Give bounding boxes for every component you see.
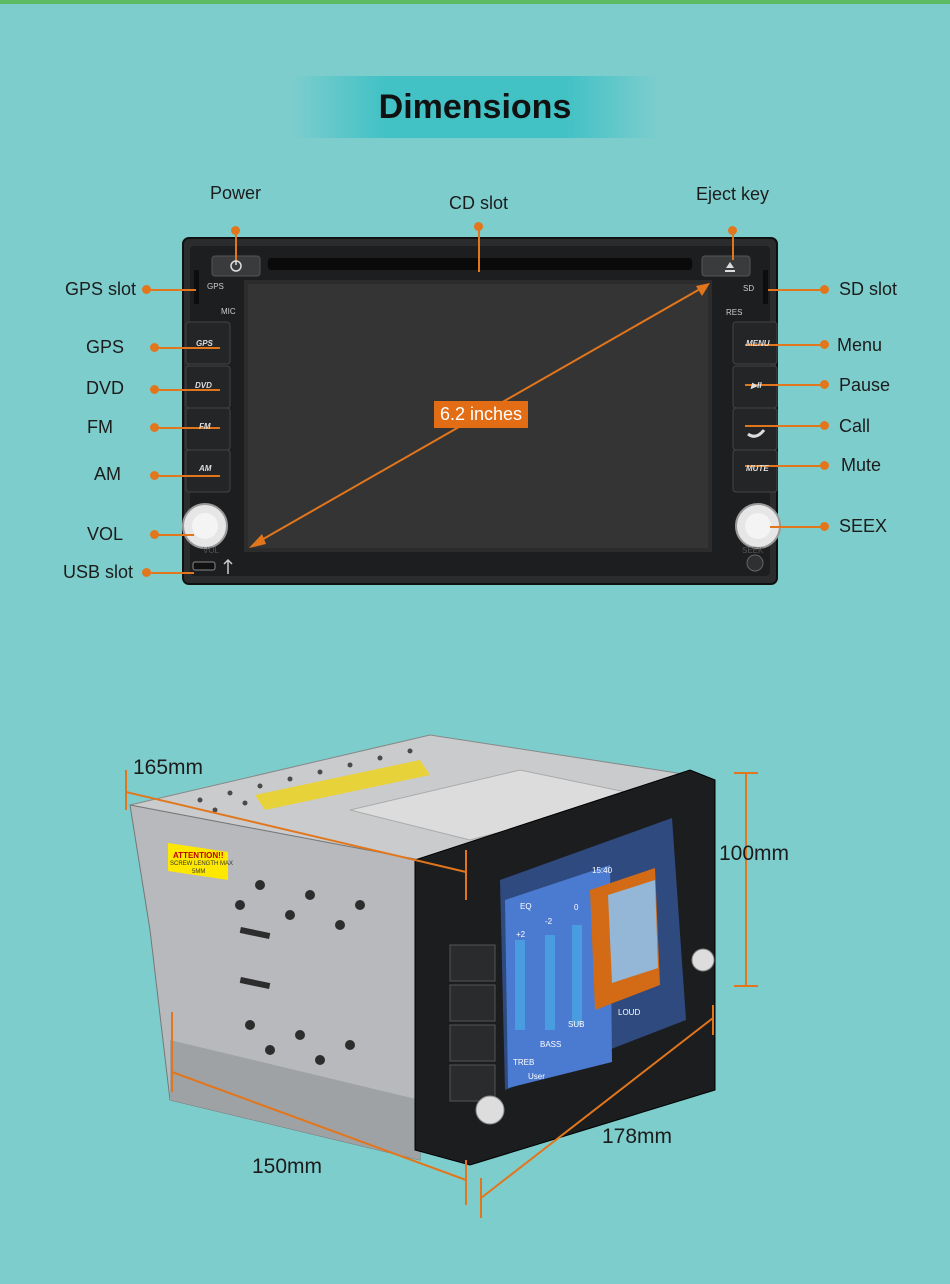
btn-pause[interactable]: ▶II bbox=[751, 381, 762, 390]
label-power: Power bbox=[210, 183, 262, 203]
dim-height: 100mm bbox=[719, 842, 790, 865]
panel-mic-text: MIC bbox=[221, 307, 236, 316]
label-fm: FM bbox=[87, 417, 113, 437]
title-banner bbox=[290, 76, 660, 138]
screen-time: 15:40 bbox=[592, 866, 613, 875]
top-accent-line bbox=[0, 0, 950, 4]
screen-sub-val: 0 bbox=[574, 903, 579, 912]
label-call: Call bbox=[839, 416, 871, 436]
screen-treb-val: +2 bbox=[516, 930, 526, 939]
usb-icon bbox=[223, 558, 233, 574]
screen-bass-val: -2 bbox=[545, 917, 553, 926]
sticker-line2: SCREW LENGTH MAX bbox=[170, 861, 234, 867]
sticker-line3: 5MM bbox=[192, 869, 206, 875]
panel-gps-text: GPS bbox=[207, 282, 224, 291]
eject-icon bbox=[726, 262, 734, 268]
screen-eq: EQ bbox=[520, 902, 532, 911]
dim-width: 178mm bbox=[602, 1125, 673, 1148]
page-title: Dimensions bbox=[378, 88, 572, 126]
panel-seek-text: SEEK bbox=[742, 546, 764, 555]
phone-icon bbox=[747, 429, 766, 438]
sticker-line1: ATTENTION!! bbox=[173, 851, 224, 860]
panel-sd-text: SD bbox=[743, 284, 755, 293]
dim-base: 150mm bbox=[252, 1155, 323, 1178]
panel-vol-text: VOL bbox=[203, 546, 220, 555]
label-pause: Pause bbox=[839, 375, 891, 395]
label-eject-key: Eject key bbox=[696, 184, 770, 204]
btn-mute[interactable]: MUTE bbox=[746, 464, 769, 473]
btn-gps[interactable]: GPS bbox=[196, 339, 213, 348]
screen-bass: BASS bbox=[540, 1040, 562, 1049]
label-sd-slot: SD slot bbox=[839, 279, 898, 299]
label-seex: SEEX bbox=[839, 516, 888, 536]
label-dvd: DVD bbox=[86, 378, 125, 398]
screen-loud: LOUD bbox=[618, 1008, 641, 1017]
btn-menu[interactable]: MENU bbox=[746, 339, 770, 348]
screen-sub: SUB bbox=[568, 1020, 585, 1029]
label-gps-slot: GPS slot bbox=[65, 279, 137, 299]
cd-slot bbox=[268, 258, 692, 270]
label-vol: VOL bbox=[87, 524, 124, 544]
label-menu: Menu bbox=[837, 335, 883, 355]
btn-am[interactable]: AM bbox=[199, 464, 212, 473]
panel-res-text: RES bbox=[726, 308, 743, 317]
btn-fm[interactable]: FM bbox=[199, 422, 211, 431]
label-cd-slot: CD slot bbox=[449, 193, 509, 213]
label-gps: GPS bbox=[86, 337, 125, 357]
dim-depth: 165mm bbox=[133, 756, 204, 779]
label-usb-slot: USB slot bbox=[63, 562, 134, 582]
screen-treb: TREB bbox=[513, 1058, 535, 1067]
screen-size-tag: 6.2 inches bbox=[434, 401, 529, 428]
screen-user[interactable]: User bbox=[528, 1072, 545, 1081]
label-mute: Mute bbox=[841, 455, 882, 475]
label-am: AM bbox=[94, 464, 121, 484]
btn-dvd[interactable]: DVD bbox=[195, 381, 212, 390]
